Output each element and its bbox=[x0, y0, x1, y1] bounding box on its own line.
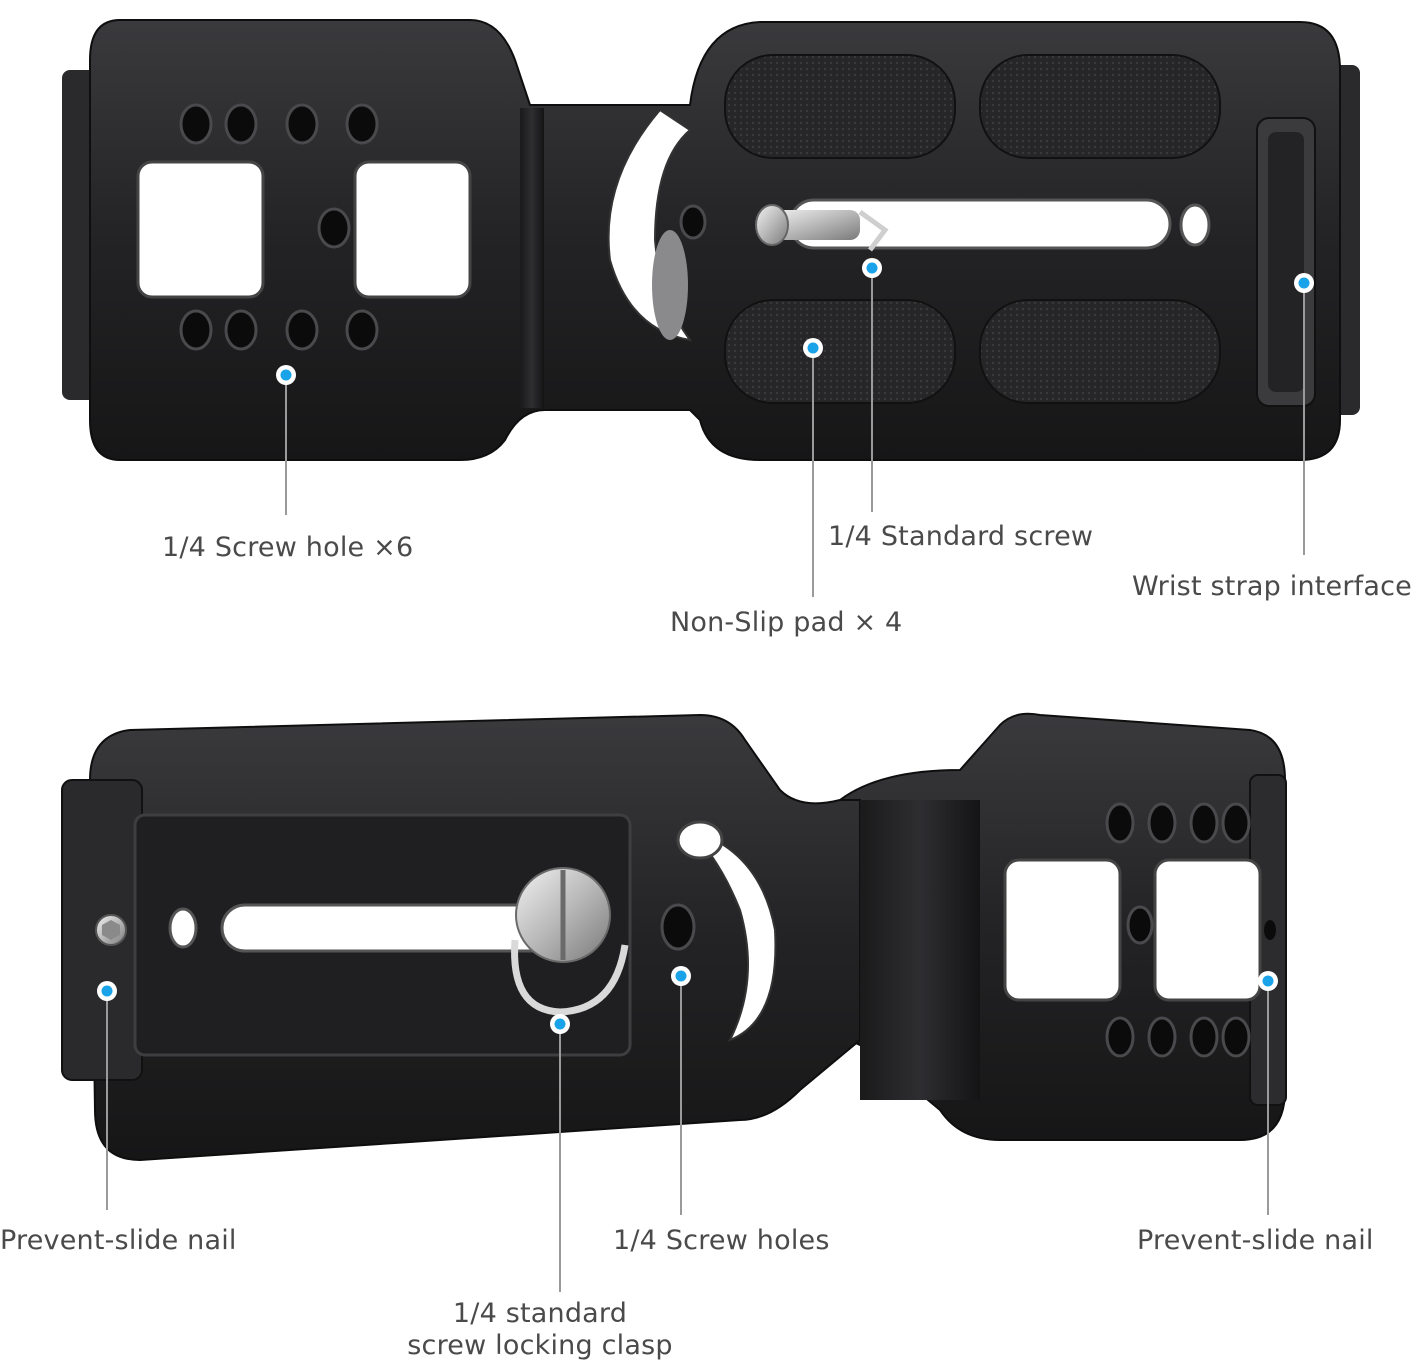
top-screw-holes bbox=[179, 103, 379, 351]
top-cutout-left bbox=[136, 160, 265, 299]
top-pad-1 bbox=[724, 54, 956, 159]
top-pad-3 bbox=[724, 299, 956, 404]
top-leaders bbox=[285, 268, 1305, 597]
top-cutout-right bbox=[353, 160, 472, 299]
top-standard-screw bbox=[755, 204, 889, 252]
bottom-leaders bbox=[106, 976, 1269, 1292]
label-bottom-prevent-slide-left: Prevent-slide nail bbox=[0, 1225, 237, 1256]
bottom-cutout-left bbox=[1003, 858, 1122, 1002]
top-pad-2 bbox=[979, 54, 1221, 159]
top-crescent-shine bbox=[652, 230, 688, 340]
bottom-locking-clasp bbox=[511, 867, 629, 1016]
label-top-screw-holes: 1/4 Screw hole ×6 bbox=[162, 532, 414, 563]
bottom-right-nail-hole bbox=[1264, 920, 1276, 940]
bottom-crescent-shine bbox=[676, 820, 724, 860]
label-bottom-clasp-line2: screw locking clasp bbox=[407, 1330, 673, 1361]
bottom-plate bbox=[61, 712, 1287, 1162]
bottom-crescent bbox=[686, 827, 777, 1042]
label-bottom-prevent-slide-right: Prevent-slide nail bbox=[1137, 1225, 1374, 1256]
bottom-screw-holes bbox=[1105, 802, 1251, 1058]
label-bottom-screw-holes: 1/4 Screw holes bbox=[613, 1225, 830, 1256]
label-top-standard-screw: 1/4 Standard screw bbox=[828, 521, 1094, 552]
label-top-wrist-strap: Wrist strap interface bbox=[1132, 571, 1412, 602]
top-pad-4 bbox=[979, 299, 1221, 404]
label-bottom-clasp-line1: 1/4 standard bbox=[452, 1298, 628, 1329]
top-crescent-cutout bbox=[607, 108, 693, 342]
top-bend-seam bbox=[520, 108, 544, 408]
top-slot-end-hole bbox=[1179, 203, 1211, 247]
label-top-non-slip-pad: Non-Slip pad × 4 bbox=[670, 607, 903, 638]
top-dots bbox=[276, 258, 1314, 385]
bottom-cutout-right bbox=[1153, 858, 1262, 1002]
bottom-dots bbox=[97, 966, 1278, 1034]
bottom-bend-column bbox=[860, 800, 980, 1100]
bottom-slot-end-hole bbox=[168, 907, 198, 949]
top-plate bbox=[62, 19, 1360, 461]
bottom-slot bbox=[220, 903, 554, 953]
top-small-screw-hole bbox=[679, 204, 707, 240]
bottom-quarter-screw-hole bbox=[660, 903, 696, 951]
